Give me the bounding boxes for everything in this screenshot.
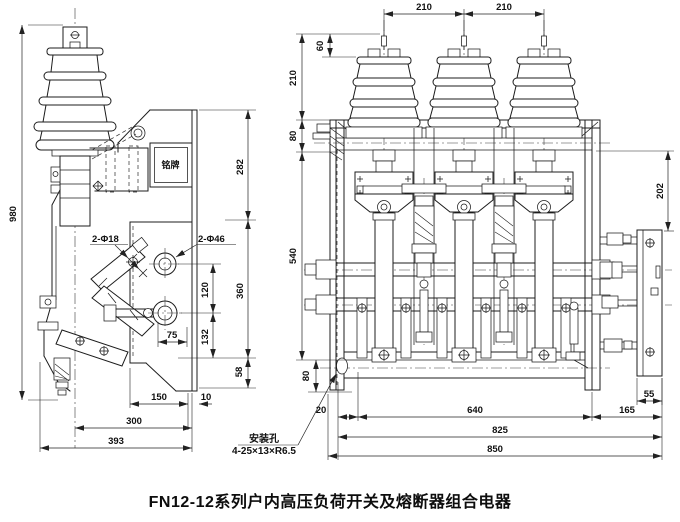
dim-frame-width: 640 — [467, 405, 483, 416]
pole-insulator — [505, 29, 583, 139]
dim-mechanism-box-width: 55 — [644, 389, 655, 400]
dim-mid-section: 360 — [235, 283, 246, 299]
side-switch-body — [43, 145, 149, 357]
dim-rod-offset: 75 — [167, 330, 178, 341]
dim-overall-height: 980 — [8, 206, 19, 222]
front-linkage — [565, 301, 589, 369]
mechanism-box — [599, 229, 663, 377]
dim-base-inner: 150 — [151, 392, 167, 403]
dim-mechanism-width: 165 — [619, 405, 636, 416]
nameplate-label: 铭牌 — [161, 159, 179, 170]
fuse-holder — [434, 149, 494, 363]
dim-hole-spacing: 120 — [200, 282, 211, 298]
nameplate: 铭牌 — [149, 142, 193, 188]
fuse-holder — [354, 149, 414, 363]
dim-lower-spacing: 132 — [200, 329, 211, 345]
dim-pole-pitch-left: 210 — [416, 2, 432, 13]
dim-top-flange: 80 — [288, 131, 299, 142]
dim-edge-offset: 20 — [316, 405, 327, 416]
dim-frame-height: 540 — [288, 248, 299, 264]
front-view — [304, 20, 672, 391]
drawing-caption: FN12-12系列户内高压负荷开关及熔断器组合电器 — [149, 492, 512, 511]
dim-mechanism-drop: 202 — [655, 183, 666, 199]
fuse-holder — [514, 149, 574, 363]
dim-base-height: 80 — [301, 371, 312, 382]
dim-depth-total: 393 — [108, 436, 124, 447]
hole-small-label: 2-Φ18 — [92, 234, 119, 245]
dim-base-lip: 10 — [201, 392, 212, 403]
dim-depth-mid: 300 — [126, 416, 142, 427]
dim-width-inner: 825 — [492, 425, 509, 436]
side-view: 铭牌 — [33, 8, 198, 448]
side-bushings — [126, 248, 182, 330]
dim-insulator-height: 210 — [288, 70, 299, 86]
mounting-note-line2: 4-25×13×R6.5 — [232, 446, 296, 457]
dimension-annotations: 980 282 360 58 120 132 75 150 10 — [8, 2, 674, 460]
dim-terminal-stem: 60 — [315, 41, 326, 52]
dim-top-section: 282 — [235, 159, 246, 175]
pole-insulator — [345, 29, 423, 139]
dim-bottom-offset: 58 — [234, 367, 245, 378]
dim-pole-pitch-right: 210 — [496, 2, 512, 13]
pole-insulator — [425, 29, 503, 139]
mounting-hole — [336, 357, 348, 375]
dim-width-total: 850 — [487, 444, 503, 455]
side-fuse-assembly — [37, 236, 155, 396]
side-insulator — [33, 47, 117, 157]
hole-large-label: 2-Φ46 — [198, 234, 225, 245]
mounting-note-line1: 安装孔 — [249, 432, 279, 445]
